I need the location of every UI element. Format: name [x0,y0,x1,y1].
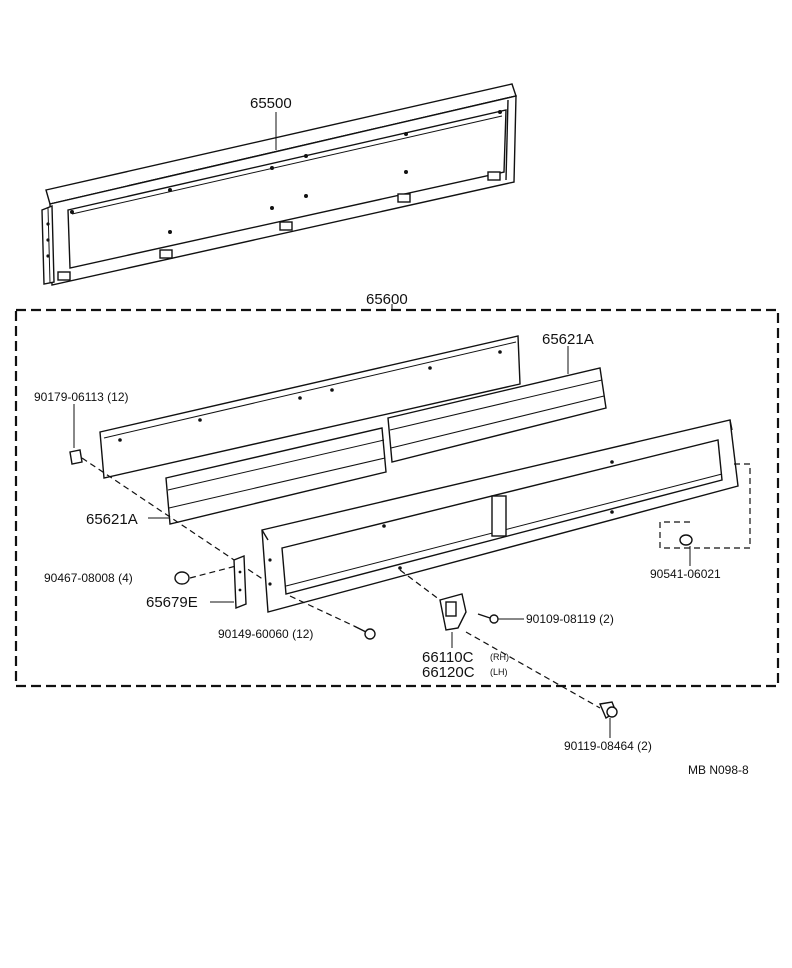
label-65500: 65500 [250,95,292,112]
stopper-90541 [659,463,751,549]
screw-90109 [477,613,499,624]
label-90179: 90179-06113 (12) [34,390,129,404]
label-90149: 90149-60060 (12) [218,627,313,641]
diagram-code: MB N098-8 [688,763,749,777]
label-66110C: 66110C [422,649,474,666]
label-65621A-top: 65621A [542,331,594,348]
label-65621A-left: 65621A [86,511,138,528]
label-66120C-side: (LH) [490,667,508,677]
retainer-90467 [174,565,237,585]
label-65600: 65600 [366,291,408,308]
assembly-frame-65600 [14,304,780,688]
label-66120C: 66120C [422,664,475,681]
reinforcement-65621A-upper [387,367,607,463]
bracket-65679E [233,554,247,610]
hinge-66110C [399,569,601,709]
bolt-90119 [599,701,618,720]
bolt-90149 [289,595,376,640]
reinforcement-65621A-lower [165,427,387,525]
label-90541: 90541-06021 [650,567,721,581]
label-65679E: 65679E [146,594,198,611]
label-90109: 90109-08119 (2) [526,612,614,626]
outer-panel [99,335,521,479]
tailgate-panel-65500 [41,83,517,286]
label-90467: 90467-08008 (4) [44,571,133,585]
inner-frame [261,419,739,613]
label-66110C-side: (RH) [490,652,509,662]
label-90119: 90119-08464 (2) [564,739,652,753]
